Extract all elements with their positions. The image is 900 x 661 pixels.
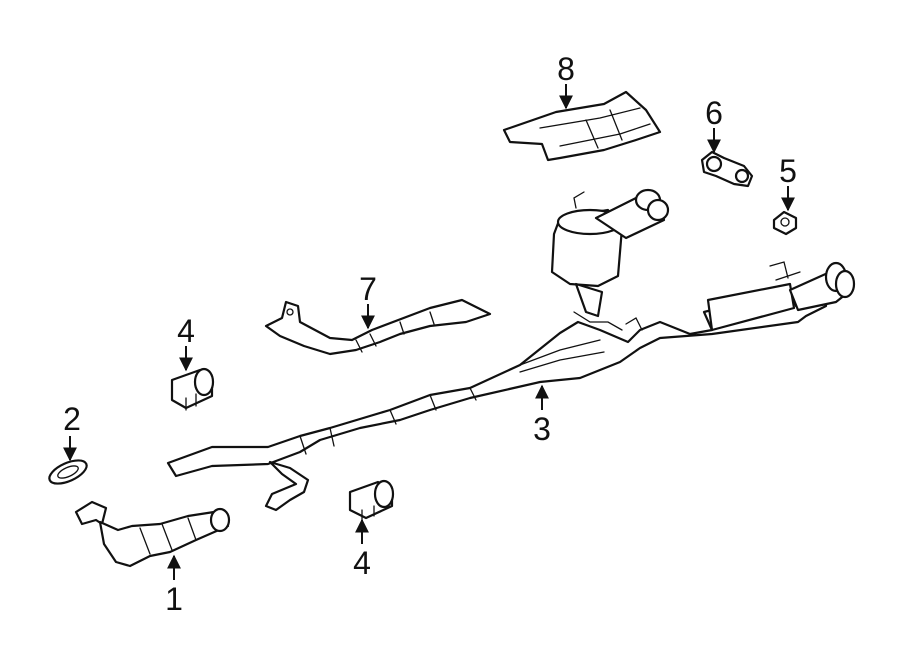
catalytic-converter <box>74 500 231 568</box>
callout-3: 3 <box>533 411 551 447</box>
pipe-clamp-right <box>348 479 395 521</box>
isolator-nut <box>772 210 798 236</box>
callout-4-right: 4 <box>353 545 371 581</box>
rubber-hanger <box>700 150 754 188</box>
callout-6: 6 <box>705 95 723 131</box>
flange-gasket <box>48 459 88 485</box>
exhaust-pipe-assembly <box>166 261 856 512</box>
pipe-bracket <box>264 298 492 356</box>
rear-muffler <box>550 188 670 318</box>
callout-4-left: 4 <box>177 313 195 349</box>
callout-labels: 1 2 3 4 4 5 6 7 8 <box>63 51 797 617</box>
pipe-clamp-left <box>170 367 215 411</box>
callout-5: 5 <box>779 153 797 189</box>
callout-8: 8 <box>557 51 575 87</box>
callout-leaders <box>63 84 795 580</box>
callout-1: 1 <box>165 581 183 617</box>
callout-7: 7 <box>359 271 377 307</box>
callout-2: 2 <box>63 401 81 437</box>
heat-shield <box>502 90 662 162</box>
